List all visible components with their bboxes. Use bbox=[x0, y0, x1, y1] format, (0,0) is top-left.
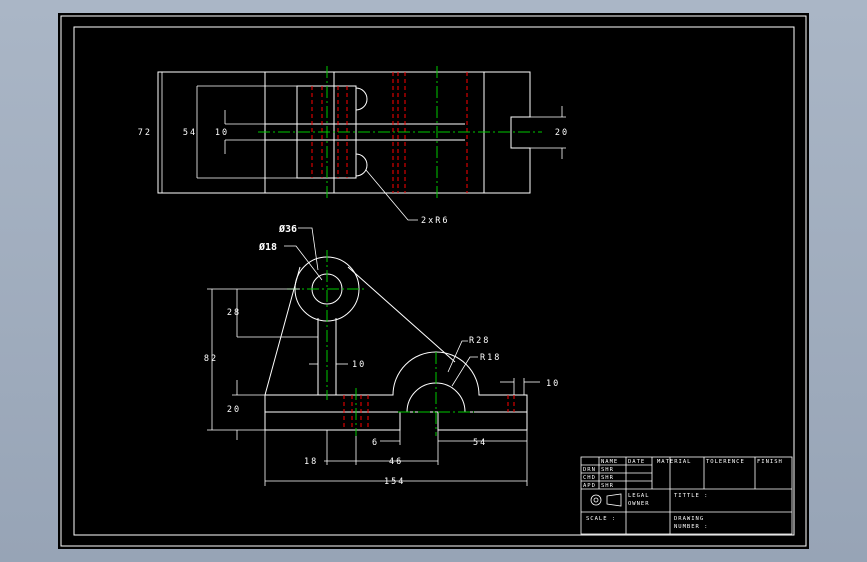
legal-owner-label: OWNER bbox=[628, 501, 650, 507]
dim-label-10-end: 10 bbox=[546, 379, 560, 389]
dim-label-20: 20 bbox=[555, 128, 569, 138]
dim-label-82: 82 bbox=[204, 354, 218, 364]
top-view-dimensions bbox=[161, 72, 566, 221]
row-name: SHR bbox=[601, 475, 614, 481]
legal-owner-label: LEGAL bbox=[628, 493, 650, 499]
leader-line bbox=[447, 340, 468, 373]
top-view-outline bbox=[157, 71, 531, 194]
row-name: SHR bbox=[601, 467, 614, 473]
header-name: NAME bbox=[601, 459, 618, 465]
projection-symbol-circle bbox=[590, 494, 602, 506]
row-name: SHR bbox=[601, 483, 614, 489]
note-2xr6: 2xR6 bbox=[421, 216, 449, 226]
header-date: DATE bbox=[628, 459, 645, 465]
front-view-rib bbox=[264, 266, 456, 396]
dim-label-r18: R18 bbox=[480, 353, 501, 363]
row-role: APD bbox=[583, 483, 596, 489]
sheet-outer-border bbox=[60, 15, 807, 547]
dim-label-72: 72 bbox=[138, 128, 152, 138]
row-role: CHD bbox=[583, 475, 596, 481]
title-block-frame bbox=[580, 456, 793, 535]
dim-label-54: 54 bbox=[473, 438, 487, 448]
dim-label-dia18: Ø18 bbox=[258, 241, 277, 253]
front-view-base bbox=[264, 351, 528, 431]
drawing-number-label: NUMBER : bbox=[674, 524, 709, 530]
dim-label-r28: R28 bbox=[469, 336, 490, 346]
front-view-centerlines bbox=[287, 250, 474, 436]
dim-label-dia36: Ø36 bbox=[278, 223, 297, 235]
dim-label-6: 6 bbox=[372, 438, 379, 448]
projection-symbol-circle-inner bbox=[593, 497, 599, 503]
top-view-centerlines bbox=[258, 66, 542, 198]
front-view-dimensions bbox=[207, 227, 540, 486]
sheet-inner-border bbox=[73, 26, 795, 536]
header-finish: FINISH bbox=[757, 459, 783, 465]
header-tolerence: TOLERENCE bbox=[706, 459, 745, 465]
leader-line bbox=[284, 245, 323, 281]
sheet-background bbox=[58, 13, 809, 549]
projection-symbol-cone bbox=[606, 493, 622, 507]
title-block-text: NAME DATE MATERIAL TOLERENCE FINISH DRN … bbox=[583, 459, 783, 530]
tittle-label: TITTLE : bbox=[674, 493, 709, 499]
dim-label-54: 54 bbox=[183, 128, 197, 138]
top-view-notch-bottom bbox=[355, 153, 368, 177]
top-view-boss bbox=[296, 85, 357, 179]
scale-label: SCALE : bbox=[586, 516, 616, 522]
front-view-hidden-lines bbox=[343, 395, 515, 430]
leader-line bbox=[365, 169, 418, 221]
dim-label-154: 154 bbox=[384, 477, 405, 487]
top-view-labels: 72 54 10 20 2xR6 bbox=[138, 128, 569, 226]
dim-label-10: 10 bbox=[215, 128, 229, 138]
dim-label-20-base: 20 bbox=[227, 405, 241, 415]
front-view-labels: Ø36 Ø18 82 28 10 20 R28 R18 10 6 18 46 5… bbox=[204, 223, 560, 487]
leader-line bbox=[451, 356, 478, 387]
dim-label-46: 46 bbox=[389, 457, 403, 467]
title-block bbox=[580, 456, 793, 535]
leader-line bbox=[298, 227, 319, 271]
row-role: DRN bbox=[583, 467, 596, 473]
header-material: MATERIAL bbox=[657, 459, 692, 465]
top-view-notch-top bbox=[355, 87, 368, 111]
dim-label-18: 18 bbox=[304, 457, 318, 467]
dim-label-10-rib: 10 bbox=[352, 360, 366, 370]
dim-label-28: 28 bbox=[227, 308, 241, 318]
drawing-number-label: DRAWING bbox=[674, 516, 704, 522]
